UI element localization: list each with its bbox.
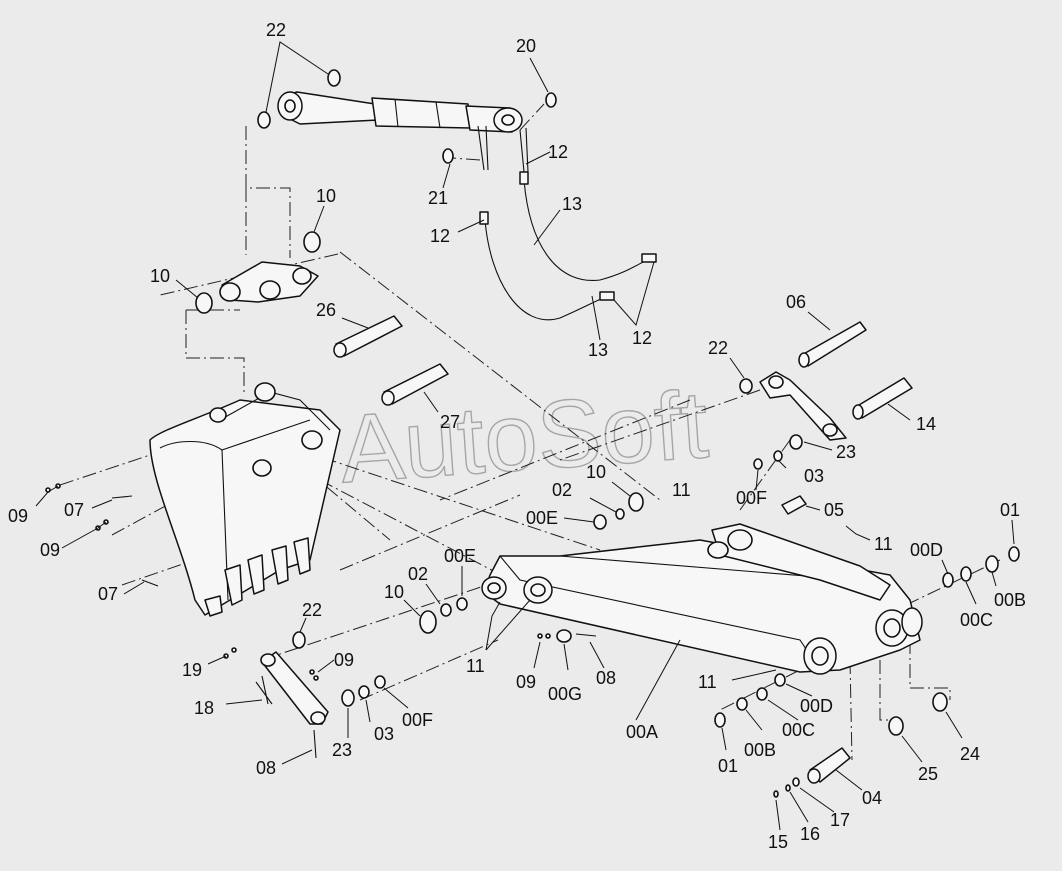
label-11: 11 <box>466 656 485 676</box>
label-03: 03 <box>804 466 824 486</box>
label-13: 13 <box>562 194 582 214</box>
label-09: 09 <box>516 672 536 692</box>
label-20: 20 <box>516 36 536 56</box>
label-10: 10 <box>384 582 404 602</box>
label-09: 09 <box>40 540 60 560</box>
label-01: 01 <box>718 756 738 776</box>
label-26: 26 <box>316 300 336 320</box>
label-00B: 00B <box>744 740 776 760</box>
label-00C: 00C <box>782 720 815 740</box>
label-22: 22 <box>302 600 322 620</box>
bucket <box>149 382 341 617</box>
label-00G: 00G <box>548 684 582 704</box>
label-14: 14 <box>916 414 936 434</box>
label-11: 11 <box>874 534 893 554</box>
label-22: 22 <box>266 20 286 40</box>
label-01: 01 <box>1000 500 1020 520</box>
label-12: 12 <box>430 226 450 246</box>
label-25: 25 <box>918 764 938 784</box>
label-15: 15 <box>768 832 788 852</box>
label-00A: 00A <box>626 722 658 742</box>
label-12: 12 <box>632 328 652 348</box>
label-09: 09 <box>8 506 28 526</box>
label-23: 23 <box>332 740 352 760</box>
label-19: 19 <box>182 660 202 680</box>
label-18: 18 <box>194 698 214 718</box>
hydraulic-hoses <box>479 171 657 321</box>
label-10: 10 <box>586 462 606 482</box>
bucket-cylinder <box>277 91 529 173</box>
label-12: 12 <box>548 142 568 162</box>
label-07: 07 <box>98 584 118 604</box>
guide-link <box>219 261 319 303</box>
label-00E: 00E <box>444 546 476 566</box>
label-06: 06 <box>786 292 806 312</box>
label-11: 11 <box>672 480 691 500</box>
pins-26-27 <box>333 315 449 406</box>
label-00F: 00F <box>402 710 433 730</box>
label-00C: 00C <box>960 610 993 630</box>
label-00B: 00B <box>994 590 1026 610</box>
label-10: 10 <box>316 186 336 206</box>
label-08: 08 <box>256 758 276 778</box>
label-23: 23 <box>836 442 856 462</box>
label-27: 27 <box>440 412 460 432</box>
label-08: 08 <box>596 668 616 688</box>
label-00D: 00D <box>800 696 833 716</box>
label-16: 16 <box>800 824 820 844</box>
label-24: 24 <box>960 744 980 764</box>
label-07: 07 <box>64 500 84 520</box>
label-00E: 00E <box>526 508 558 528</box>
label-22: 22 <box>708 338 728 358</box>
label-13: 13 <box>588 340 608 360</box>
label-02: 02 <box>552 480 572 500</box>
label-05: 05 <box>824 500 844 520</box>
callout-labels: 22 20 12 21 10 13 12 10 12 13 26 06 22 2… <box>8 20 1026 852</box>
bucket-link-18 <box>255 651 329 759</box>
pins-05-06-14-04 <box>781 321 913 784</box>
label-09: 09 <box>334 650 354 670</box>
arm-00A <box>481 371 923 675</box>
rings-and-washers <box>45 69 1020 798</box>
label-17: 17 <box>830 810 850 830</box>
label-10: 10 <box>150 266 170 286</box>
label-04: 04 <box>862 788 882 808</box>
label-11: 11 <box>698 672 717 692</box>
leader-lines <box>35 41 1015 831</box>
label-00D: 00D <box>910 540 943 560</box>
label-02: 02 <box>408 564 428 584</box>
label-00F: 00F <box>736 488 767 508</box>
label-03: 03 <box>374 724 394 744</box>
label-21: 21 <box>428 188 448 208</box>
